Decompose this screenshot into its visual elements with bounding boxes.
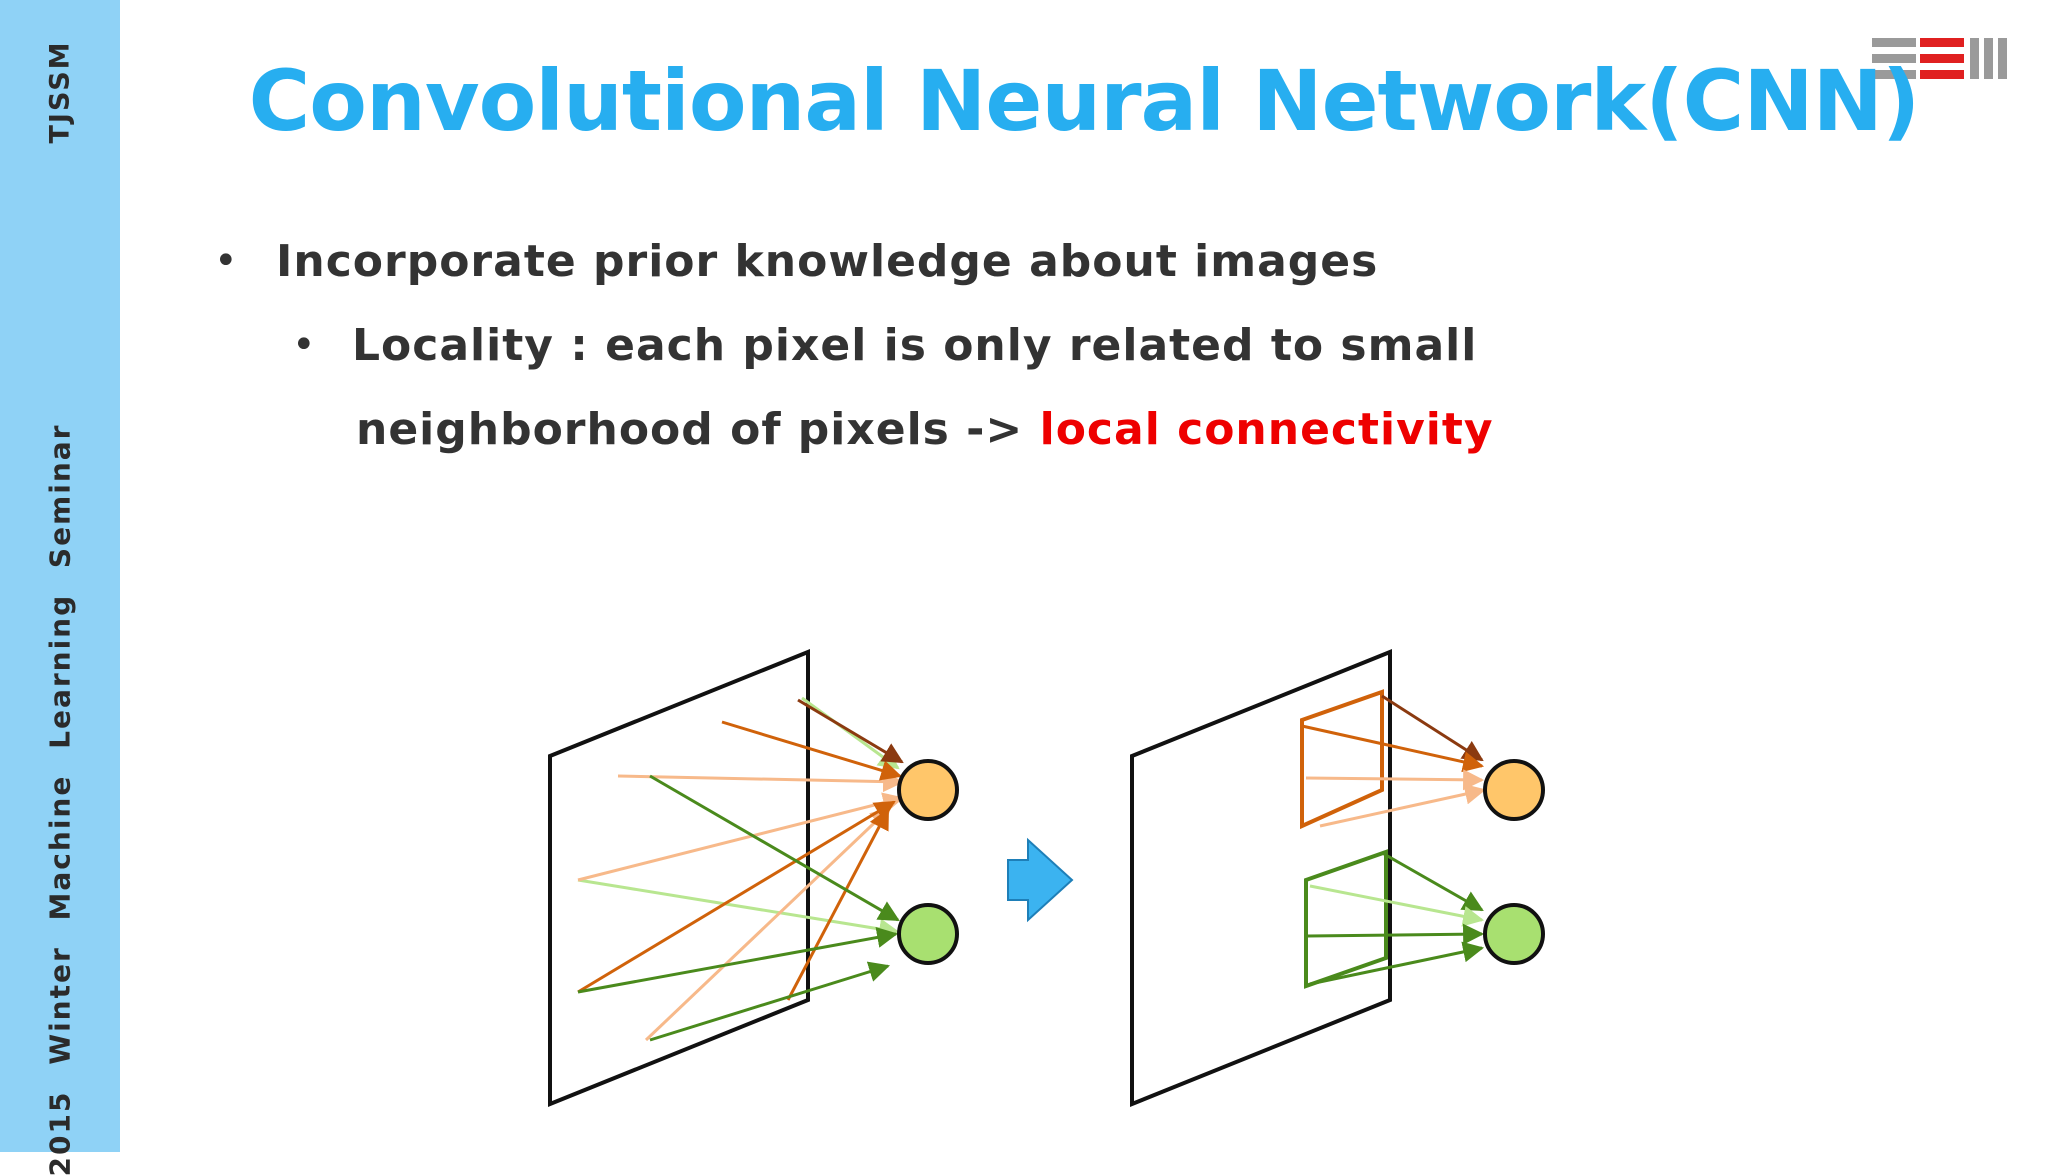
cnn-connectivity-diagram bbox=[548, 649, 1545, 1107]
sidebar-bottom-text: 2015 Winter Machine Learning Seminar bbox=[43, 423, 77, 1176]
output-node-green bbox=[1483, 903, 1545, 965]
slide-title: Convolutional Neural Network(CNN) bbox=[248, 52, 1921, 150]
highlight-text: local connectivity bbox=[1039, 404, 1494, 455]
output-node-green bbox=[897, 903, 959, 965]
sidebar: TJSSM 2015 Winter Machine Learning Semin… bbox=[0, 0, 120, 1176]
sub-bullet-marker: • bbox=[292, 322, 316, 368]
right-arrow-icon bbox=[1007, 837, 1074, 923]
fully-connected-panel bbox=[548, 649, 959, 1107]
logo-icon bbox=[1872, 38, 2007, 79]
bullet-marker: • bbox=[214, 238, 238, 284]
sidebar-top-text: TJSSM bbox=[44, 40, 76, 144]
locally-connected-panel bbox=[1130, 649, 1545, 1107]
sub-bullet-line-1: Locality : each pixel is only related to… bbox=[352, 320, 1478, 371]
output-node-orange bbox=[1483, 759, 1545, 821]
sub-bullet-line-2: neighborhood of pixels -> local connecti… bbox=[356, 404, 1494, 455]
sub-bullet-line-2-text: neighborhood of pixels -> bbox=[356, 404, 1040, 455]
bullet-1: Incorporate prior knowledge about images bbox=[276, 236, 1379, 287]
output-node-orange bbox=[897, 759, 959, 821]
